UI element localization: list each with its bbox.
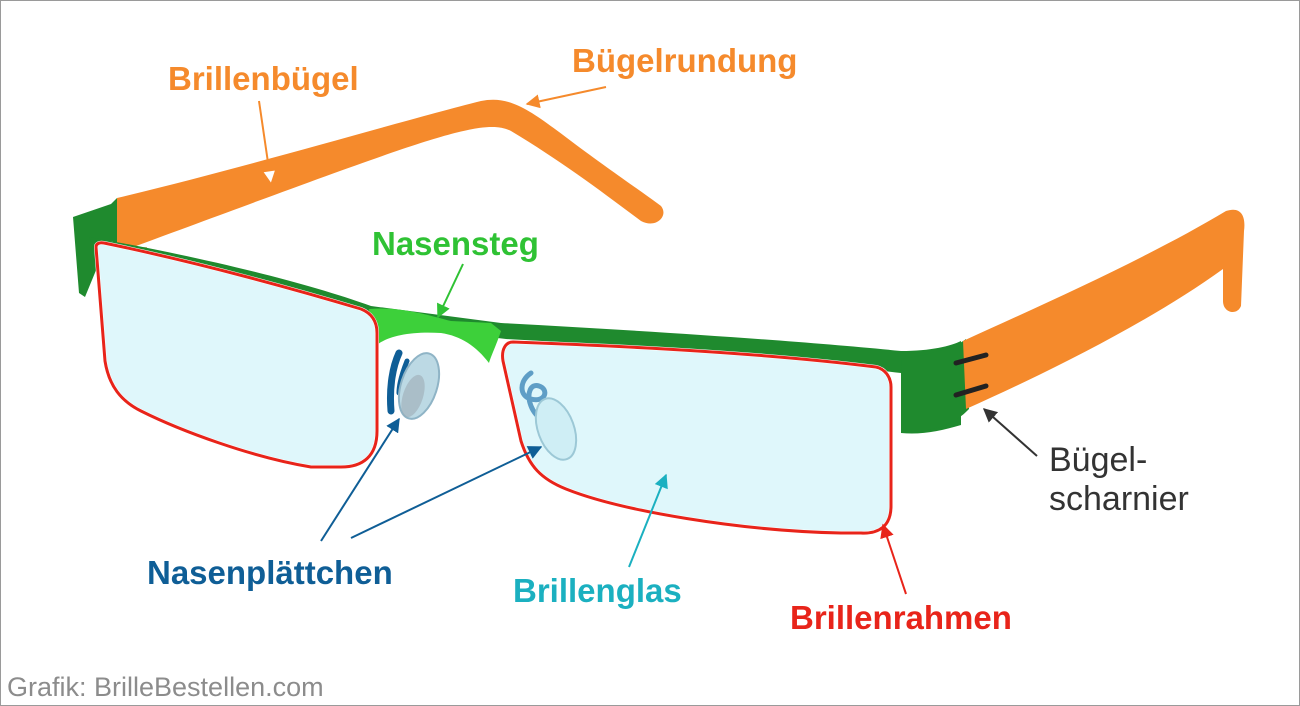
arrow-nasenplaettchen-left [320, 417, 400, 542]
arrow-buegelrundung [525, 86, 607, 109]
label-buegelscharnier: Bügel- scharnier [1049, 441, 1189, 519]
hinge-screw-bottom [953, 383, 989, 398]
label-brillenbuegel: Brillenbügel [168, 60, 359, 97]
label-nasenplaettchen: Nasenplättchen [147, 554, 393, 591]
label-buegelscharnier-line2: scharnier [1049, 480, 1189, 518]
credit-text: Grafik: BrilleBestellen.com [7, 672, 324, 702]
left-temple [117, 99, 664, 253]
left-nose-pad-arm [387, 349, 403, 415]
nose-bridge [369, 308, 501, 363]
right-hinge-block [901, 339, 969, 433]
label-brillenrahmen: Brillenrahmen [790, 599, 1012, 636]
left-lens [93, 240, 379, 469]
label-nasensteg: Nasensteg [372, 225, 539, 262]
label-buegelrundung: Bügelrundung [572, 42, 798, 79]
arrow-brillenbuegel [258, 100, 271, 183]
arrow-brillenglas [628, 473, 668, 568]
arrow-nasensteg [437, 263, 464, 319]
arrow-brillenrahmen [880, 523, 907, 595]
arrow-nasenplaettchen-right [350, 446, 543, 539]
right-nose-pad [534, 397, 578, 461]
label-buegelscharnier-line1: Bügel- [1049, 441, 1148, 479]
left-lens-rim [94, 241, 379, 469]
arrow-buegelscharnier [982, 408, 1038, 457]
label-brillenglas: Brillenglas [513, 572, 682, 609]
hinge-screw-top [953, 352, 989, 366]
frame-top-bar [89, 237, 961, 434]
left-nose-pad-shadow [401, 374, 425, 418]
right-temple [963, 209, 1245, 409]
